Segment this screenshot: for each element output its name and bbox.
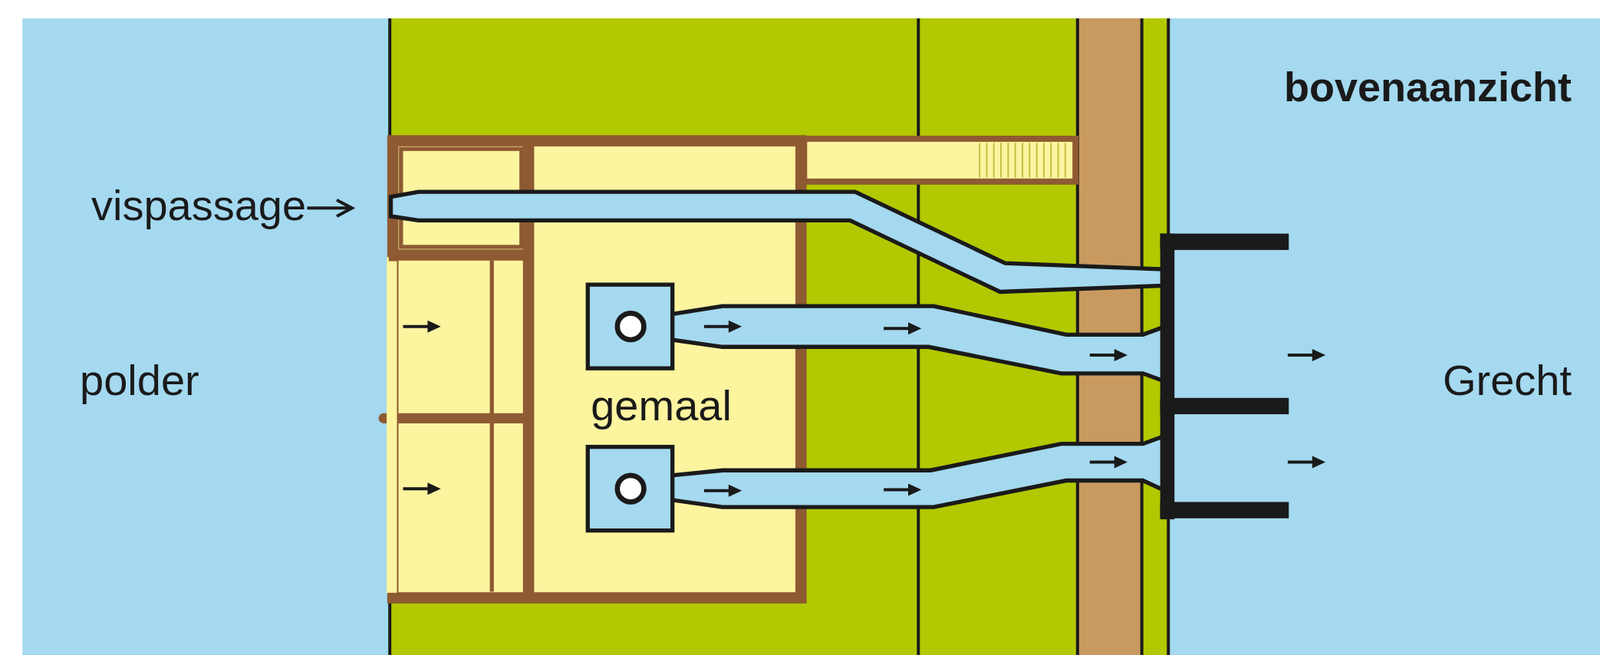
intake-edge bbox=[386, 256, 389, 593]
flow-arrow bbox=[704, 325, 731, 329]
area-label: polder bbox=[79, 358, 200, 402]
pump-impeller bbox=[617, 312, 645, 340]
service-strip bbox=[803, 138, 1076, 182]
hatch-line bbox=[993, 142, 995, 178]
outlet-wall bbox=[1160, 233, 1176, 520]
outlet-wing bbox=[1160, 398, 1290, 415]
hatch-line bbox=[1014, 142, 1017, 178]
building-label: gemaal bbox=[590, 384, 732, 428]
hatch-line bbox=[1028, 142, 1031, 178]
flow-arrow-head bbox=[728, 484, 742, 498]
area-label: vispassage bbox=[91, 184, 307, 228]
outlet-wing bbox=[1160, 501, 1290, 518]
building-wall bbox=[392, 249, 529, 261]
flow-arrow-head bbox=[908, 322, 922, 335]
flow-arrow bbox=[1287, 460, 1315, 465]
hatch-line bbox=[1000, 142, 1002, 178]
view-title: bovenaanzicht bbox=[1283, 65, 1572, 108]
pump-symbol bbox=[587, 447, 672, 531]
flow-arrow-head bbox=[427, 320, 441, 333]
flow-arrow bbox=[704, 489, 731, 493]
hatch-line bbox=[1064, 142, 1067, 178]
hatch-line bbox=[1043, 142, 1045, 178]
flow-arrow-head bbox=[1312, 348, 1326, 362]
flow-arrow-head bbox=[1312, 456, 1326, 469]
flow-arrow-head bbox=[427, 482, 441, 495]
hatch-line bbox=[1007, 142, 1009, 178]
hatch-line bbox=[1021, 142, 1024, 178]
outlet-wing bbox=[1160, 233, 1290, 251]
flow-arrow-head bbox=[908, 483, 922, 497]
flow-arrow bbox=[1089, 353, 1117, 357]
flow-arrow bbox=[402, 325, 430, 329]
hatch-line bbox=[985, 142, 988, 178]
pointer-arrow bbox=[306, 206, 350, 210]
pointer-arrow-head bbox=[336, 200, 353, 217]
pump-symbol bbox=[587, 284, 672, 369]
hatch-line bbox=[1057, 142, 1060, 178]
flow-arrow bbox=[402, 487, 430, 491]
pump-building-box: gemaal bbox=[388, 135, 807, 603]
flow-arrow bbox=[883, 326, 911, 330]
fish-passage-pipe bbox=[391, 191, 1164, 292]
hatch-line bbox=[1050, 142, 1052, 178]
screen-line bbox=[490, 260, 494, 592]
flow-arrow bbox=[1287, 353, 1315, 357]
discharge-pipe bbox=[671, 306, 1166, 382]
discharge-pipe bbox=[671, 435, 1166, 507]
area-label: Grecht bbox=[1442, 358, 1572, 402]
flow-arrow bbox=[1089, 460, 1117, 465]
water-ground bbox=[22, 18, 1600, 655]
flow-arrow-head bbox=[728, 320, 742, 333]
flow-arrow-head bbox=[1114, 456, 1128, 469]
divider-wall bbox=[383, 413, 529, 424]
pump-impeller bbox=[617, 475, 645, 503]
flow-arrow bbox=[883, 488, 911, 492]
land-strip bbox=[389, 18, 1169, 655]
hatch-line bbox=[1036, 142, 1038, 178]
hatch-line bbox=[978, 142, 981, 178]
flow-arrow-head bbox=[1114, 348, 1128, 362]
